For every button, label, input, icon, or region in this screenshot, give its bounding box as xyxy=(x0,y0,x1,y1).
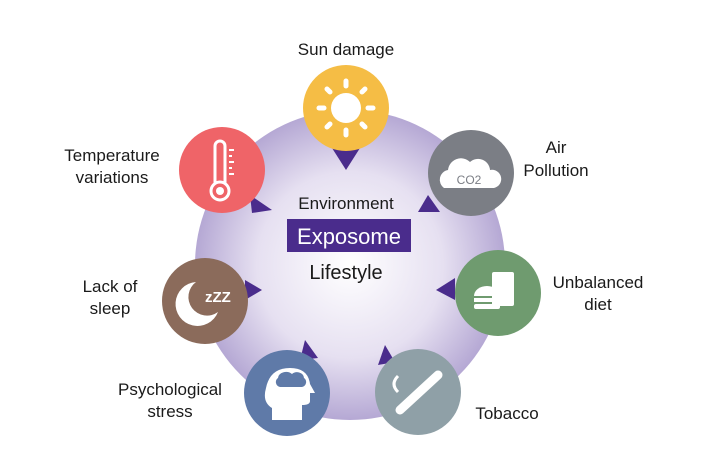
cigarette-icon xyxy=(392,370,443,415)
exposome-badge xyxy=(287,219,411,252)
pointer-air xyxy=(418,195,440,212)
factor-sleep: zZZ Lack of sleep xyxy=(83,258,248,344)
factor-stress: Psychological stress xyxy=(118,350,330,436)
label-sun: Sun damage xyxy=(298,40,394,59)
label-tobacco: Tobacco xyxy=(475,404,538,423)
stressed-head-icon xyxy=(264,368,315,420)
center-lifestyle: Lifestyle xyxy=(309,262,382,284)
pointer-temp xyxy=(250,195,272,213)
fast-food-icon xyxy=(474,272,514,309)
factor-diet: Unbalanced diet xyxy=(455,250,643,336)
label-temp-1: Temperature xyxy=(64,146,159,165)
sun-icon xyxy=(316,78,376,138)
pointer-sun xyxy=(332,148,360,170)
factor-air: CO2 Air Pollution xyxy=(428,130,589,216)
label-stress-1: Psychological xyxy=(118,380,222,399)
co2-text: CO2 xyxy=(457,173,482,187)
label-sleep-1: Lack of xyxy=(83,277,138,296)
central-circle xyxy=(195,110,505,420)
factor-sun: Sun damage xyxy=(298,40,394,151)
pointer-sleep xyxy=(245,280,262,300)
sleep-zzz-text: zZZ xyxy=(205,289,231,306)
moon-sleep-icon: zZZ xyxy=(175,282,231,326)
label-diet-1: Unbalanced xyxy=(553,273,644,292)
label-air-1: Air xyxy=(546,138,567,157)
label-diet-2: diet xyxy=(584,295,612,314)
label-air-2: Pollution xyxy=(523,161,588,180)
center-exposome: Exposome xyxy=(297,224,401,249)
pointer-diet xyxy=(436,278,455,300)
label-temp-2: variations xyxy=(76,168,149,187)
label-stress-2: stress xyxy=(147,402,192,421)
factor-temp: Temperature variations xyxy=(64,127,265,213)
label-sleep-2: sleep xyxy=(90,299,131,318)
center-environment: Environment xyxy=(298,194,394,213)
co2-cloud-icon: CO2 xyxy=(439,158,502,188)
factor-tobacco: Tobacco xyxy=(375,349,539,435)
thermometer-icon xyxy=(209,139,234,202)
